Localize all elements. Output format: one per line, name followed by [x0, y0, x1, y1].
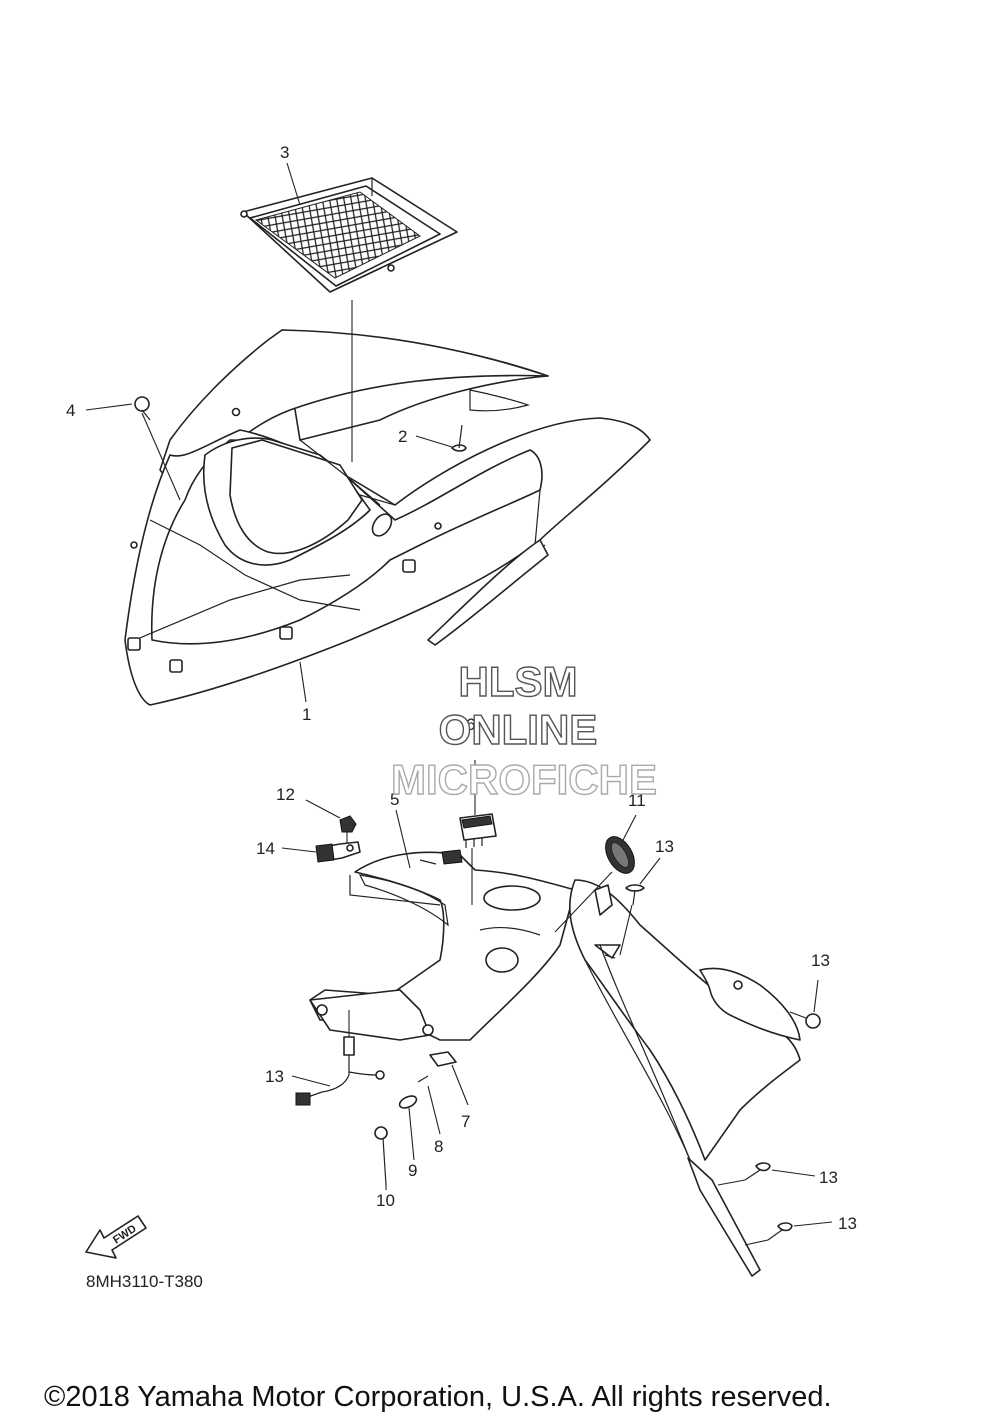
callout-2: 2 [398, 427, 407, 446]
leader-3 [286, 162, 301, 206]
leader-1 [299, 661, 307, 703]
screw-part-13b [789, 979, 821, 1029]
inner-panel-part [309, 849, 576, 1041]
nut-part-12 [305, 799, 357, 852]
callout-4: 4 [66, 401, 75, 420]
callout-8: 8 [434, 1137, 443, 1156]
front-cowling-part [124, 329, 651, 706]
callout-3: 3 [280, 143, 289, 162]
screw-part-14 [744, 1221, 833, 1246]
leader-2 [415, 435, 453, 448]
callout-12: 12 [276, 785, 295, 804]
forward-arrow-icon: FWD [85, 1215, 147, 1259]
washer-part-9 [398, 1095, 418, 1161]
callout-6: 6 [466, 715, 475, 734]
bolt-part-10 [374, 1126, 388, 1190]
screw-part-13c [717, 1162, 816, 1186]
screw-part-4 [134, 396, 151, 421]
watermark-line-3: MICROFICHE [391, 756, 657, 803]
intake-grille-part [240, 177, 458, 293]
callout-9: 9 [408, 1161, 417, 1180]
callout-13-b: 13 [811, 951, 830, 970]
side-panel-part [569, 879, 801, 1277]
callout-10: 10 [376, 1191, 395, 1210]
callout-15: 13 [265, 1067, 284, 1086]
copyright-notice: ©2018 Yamaha Motor Corporation, U.S.A. A… [44, 1381, 832, 1413]
callout-16: 14 [256, 839, 275, 858]
grommet-part-11 [554, 814, 637, 933]
wire-harness-part-15 [291, 1010, 385, 1106]
watermark-line-2: ONLINE [439, 706, 598, 753]
screw-part-2 [451, 424, 467, 452]
leader-4 [85, 403, 133, 411]
watermark-line-1: HLSM [459, 658, 578, 705]
switch-part-6 [459, 760, 497, 905]
collar-part-8 [417, 1075, 441, 1135]
callout-11: 11 [628, 791, 646, 810]
callout-7: 7 [461, 1112, 470, 1131]
callout-1: 1 [302, 705, 311, 724]
drawing-code: 8MH3110-T380 [86, 1272, 203, 1291]
callout-14: 13 [838, 1214, 857, 1233]
callout-13-a: 13 [655, 837, 674, 856]
screw-part-13a [619, 857, 661, 956]
clip-part-7 [429, 1051, 469, 1106]
bracket-part-16 [281, 841, 361, 863]
callout-5: 5 [390, 790, 399, 809]
leader-4b [141, 412, 181, 501]
callout-13-c: 13 [819, 1168, 838, 1187]
leader-5 [395, 809, 411, 869]
